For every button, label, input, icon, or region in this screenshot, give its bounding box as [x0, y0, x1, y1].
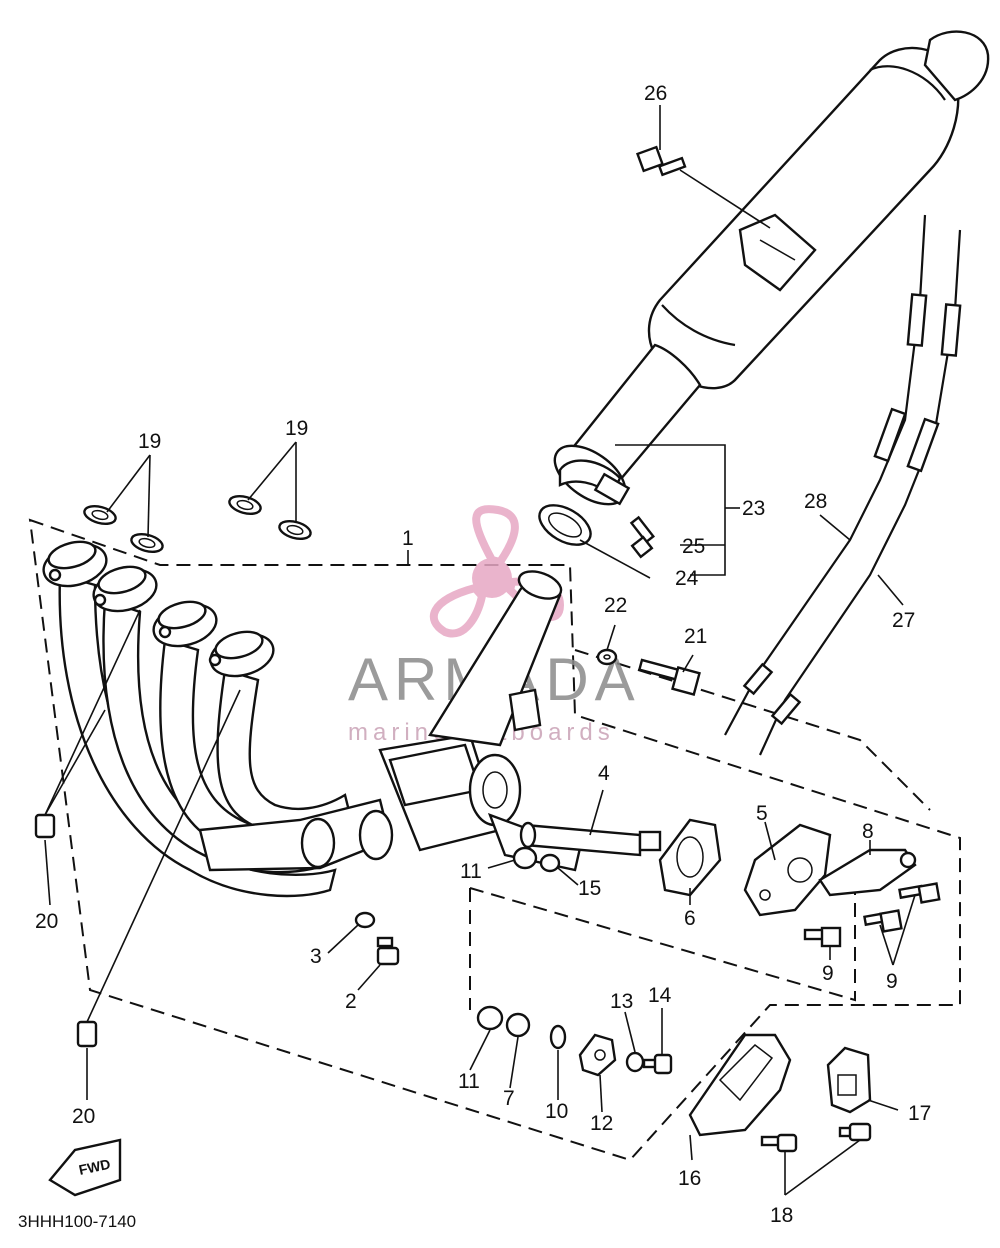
bolt-21 — [637, 658, 701, 696]
callout-17: 17 — [908, 1102, 931, 1125]
grommet-11-lower — [476, 1005, 504, 1031]
callout-25: 25 — [682, 535, 705, 558]
callout-12: 12 — [590, 1112, 613, 1135]
callout-19-left: 19 — [138, 430, 161, 453]
gaskets-19 — [83, 495, 312, 553]
link-8 — [818, 848, 917, 897]
callout-11-upper: 11 — [460, 860, 482, 883]
callout-14: 14 — [648, 984, 672, 1007]
callout-6: 6 — [684, 907, 696, 930]
fwd-label: FWD — [77, 1156, 112, 1178]
callout-19-right: 19 — [285, 417, 308, 440]
nut-20-lower — [76, 689, 241, 1048]
washer-22 — [596, 648, 618, 666]
callout-9-right: 9 — [886, 970, 898, 993]
cable-28 — [724, 214, 928, 736]
callouts: 26 19 19 1 23 25 24 22 21 28 27 4 5 8 11… — [35, 82, 931, 1227]
bolt-25 — [629, 515, 656, 559]
bolt-9-middle — [863, 909, 903, 933]
flange-3 — [152, 600, 218, 648]
gasket-6 — [658, 818, 722, 897]
flange-1 — [42, 540, 108, 588]
callout-22: 22 — [604, 594, 627, 617]
cover-17 — [826, 1046, 872, 1114]
bolt-14 — [642, 1053, 673, 1075]
muffler-clamp — [553, 444, 631, 506]
callout-9-left: 9 — [822, 962, 834, 985]
sleeve-4 — [519, 821, 662, 857]
flange-4 — [208, 630, 275, 678]
nut-20-upper — [34, 709, 106, 839]
callout-18: 18 — [770, 1204, 793, 1227]
cover-16 — [688, 1033, 792, 1137]
bolt-9-right — [898, 882, 941, 904]
bracket-12 — [578, 1033, 617, 1077]
assembly-boundaries — [28, 518, 961, 1162]
callout-4: 4 — [598, 762, 610, 785]
callout-1: 1 — [402, 527, 414, 550]
callout-15: 15 — [578, 877, 601, 900]
collar-15 — [539, 853, 561, 873]
callout-20-lower: 20 — [72, 1105, 95, 1128]
bolt-9-left — [803, 926, 842, 948]
callout-5: 5 — [756, 802, 768, 825]
callout-11-lower: 11 — [458, 1070, 480, 1093]
callout-13: 13 — [610, 990, 633, 1013]
header-flanges — [42, 540, 275, 678]
callout-21: 21 — [684, 625, 707, 648]
callout-28: 28 — [804, 490, 827, 513]
exhaust-header — [58, 570, 582, 898]
bracket-group-boundary — [469, 868, 856, 1010]
callout-24: 24 — [675, 567, 699, 590]
callout-3: 3 — [310, 945, 322, 968]
muffler — [573, 30, 990, 482]
nut-3 — [354, 911, 376, 929]
callout-8: 8 — [862, 820, 874, 843]
bolt-2 — [376, 936, 400, 966]
collar-7 — [505, 1012, 531, 1038]
cable-27 — [758, 229, 962, 756]
callout-20-upper: 20 — [35, 910, 58, 933]
callout-10: 10 — [545, 1100, 568, 1123]
bolt-18-left — [760, 1133, 798, 1153]
fwd-direction-badge: FWD — [48, 1138, 122, 1197]
diagram-code: 3HHH100-7140 — [18, 1212, 136, 1231]
callout-23: 23 — [742, 497, 765, 520]
washer-10 — [549, 1024, 567, 1050]
bolt-18-right — [838, 1122, 872, 1142]
flange-2 — [92, 565, 158, 613]
callout-7: 7 — [503, 1087, 515, 1110]
leader-lines — [44, 105, 916, 1196]
washer-13 — [625, 1051, 645, 1073]
cable-group-boundary — [574, 649, 931, 811]
bolt-26 — [635, 145, 687, 177]
callout-16: 16 — [678, 1167, 701, 1190]
callout-26: 26 — [644, 82, 667, 105]
callout-2: 2 — [345, 990, 357, 1013]
header-assembly-boundary — [28, 518, 961, 1162]
gasket-24 — [538, 504, 592, 546]
callout-27: 27 — [892, 609, 915, 632]
bracket-5 — [743, 823, 832, 917]
grommet-11-upper — [512, 846, 538, 870]
